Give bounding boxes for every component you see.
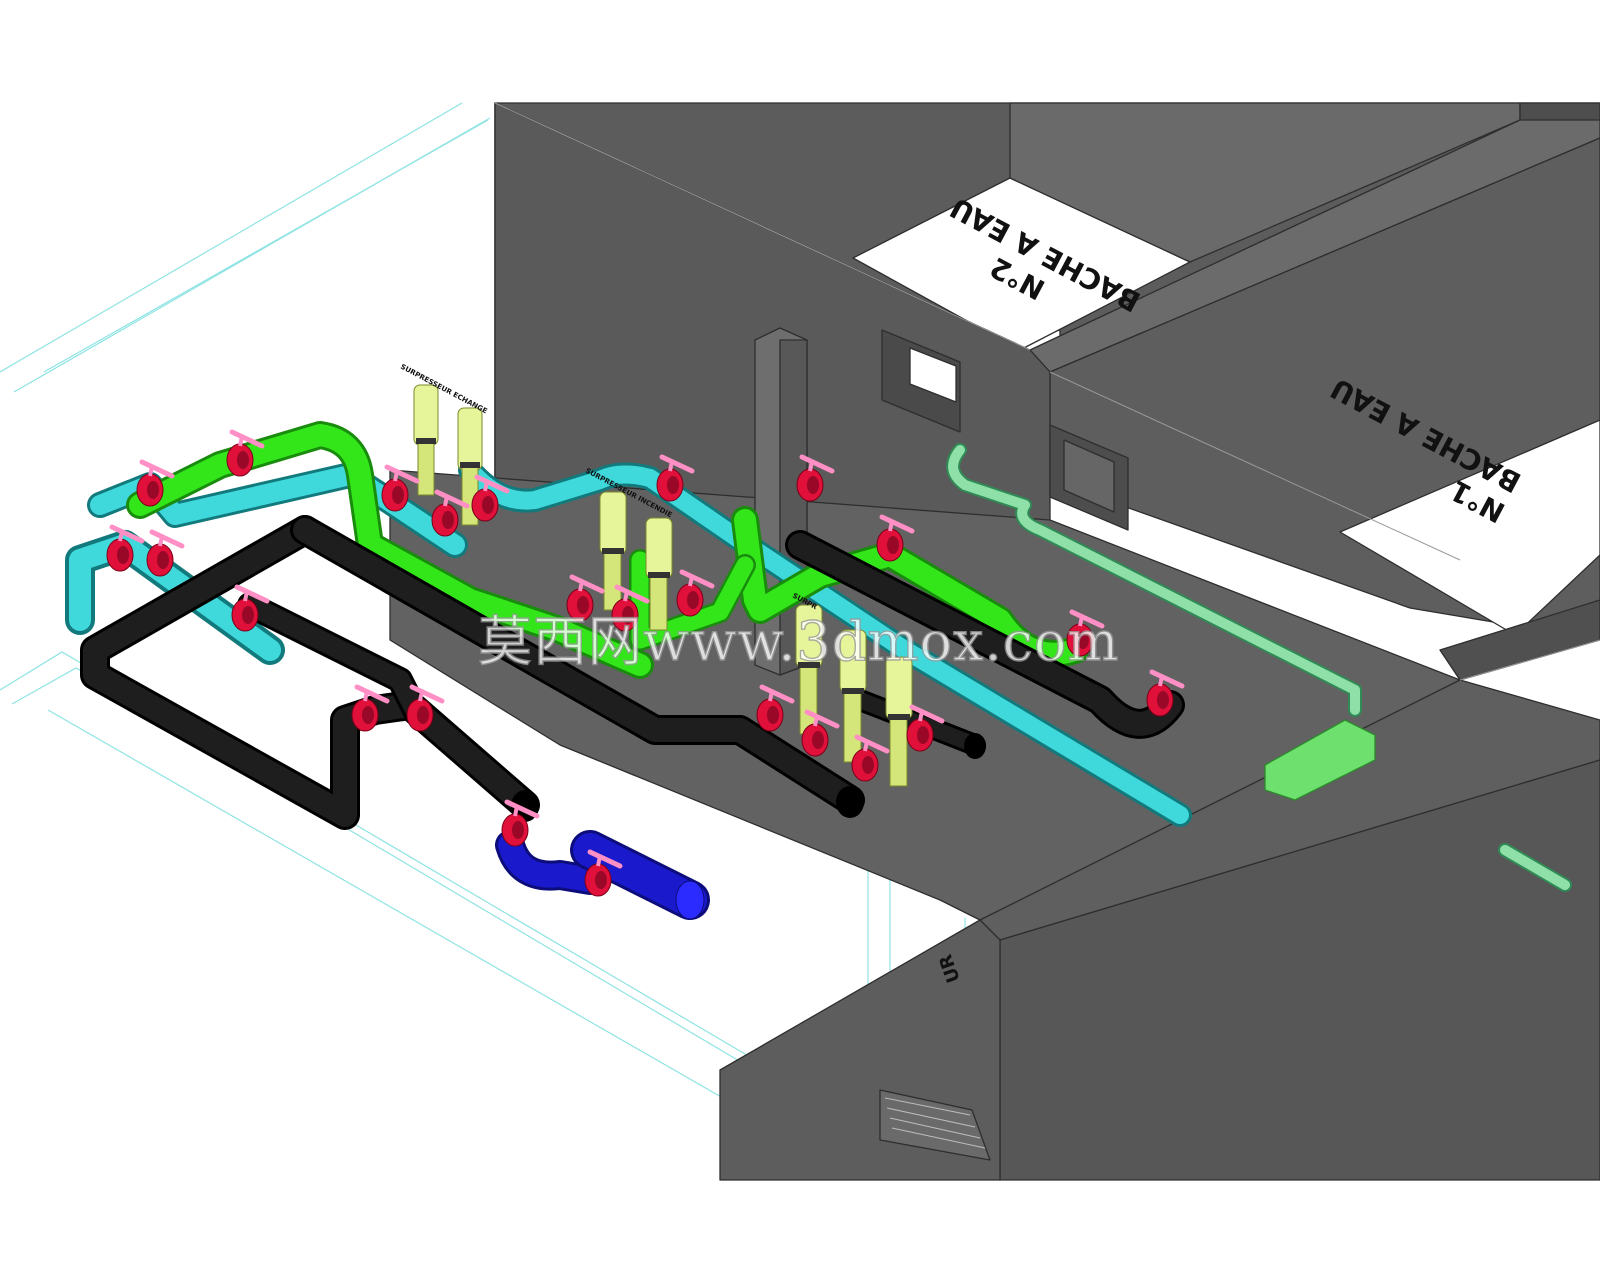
mint-pipe — [946, 443, 1572, 892]
valve — [796, 454, 835, 502]
building — [389, 102, 1600, 1181]
valve — [501, 799, 540, 847]
valve — [146, 529, 185, 577]
site-outline — [0, 102, 966, 1180]
valve — [906, 704, 945, 752]
valve — [656, 454, 695, 502]
valve — [756, 684, 795, 732]
valve — [876, 514, 915, 562]
pump — [885, 656, 913, 787]
valve — [381, 464, 420, 512]
valve — [584, 849, 623, 897]
green-box — [1264, 719, 1376, 801]
green-pipe — [126, 421, 1089, 679]
valve — [851, 734, 890, 782]
booster-label-echange: SURPRESSEUR ECHANGE — [399, 363, 489, 416]
valve — [566, 574, 605, 622]
tank-1-opening — [1339, 419, 1600, 636]
valve — [351, 684, 390, 732]
valve — [231, 584, 270, 632]
valve — [611, 584, 650, 632]
valve — [226, 429, 265, 477]
valve — [801, 709, 840, 757]
valve — [431, 489, 470, 537]
valve — [106, 524, 145, 572]
pump — [645, 517, 673, 631]
valve — [136, 459, 175, 507]
valve — [406, 684, 445, 732]
pump — [599, 491, 627, 611]
pumps — [413, 384, 913, 787]
valve — [471, 474, 510, 522]
wall-window — [909, 347, 957, 403]
valve — [676, 569, 715, 617]
valve — [1066, 609, 1105, 657]
valves — [106, 429, 1185, 897]
pump — [839, 629, 867, 763]
pump — [413, 384, 439, 496]
valve — [1146, 669, 1185, 717]
watermark: 莫西网www.3dmox.com — [478, 610, 1120, 673]
